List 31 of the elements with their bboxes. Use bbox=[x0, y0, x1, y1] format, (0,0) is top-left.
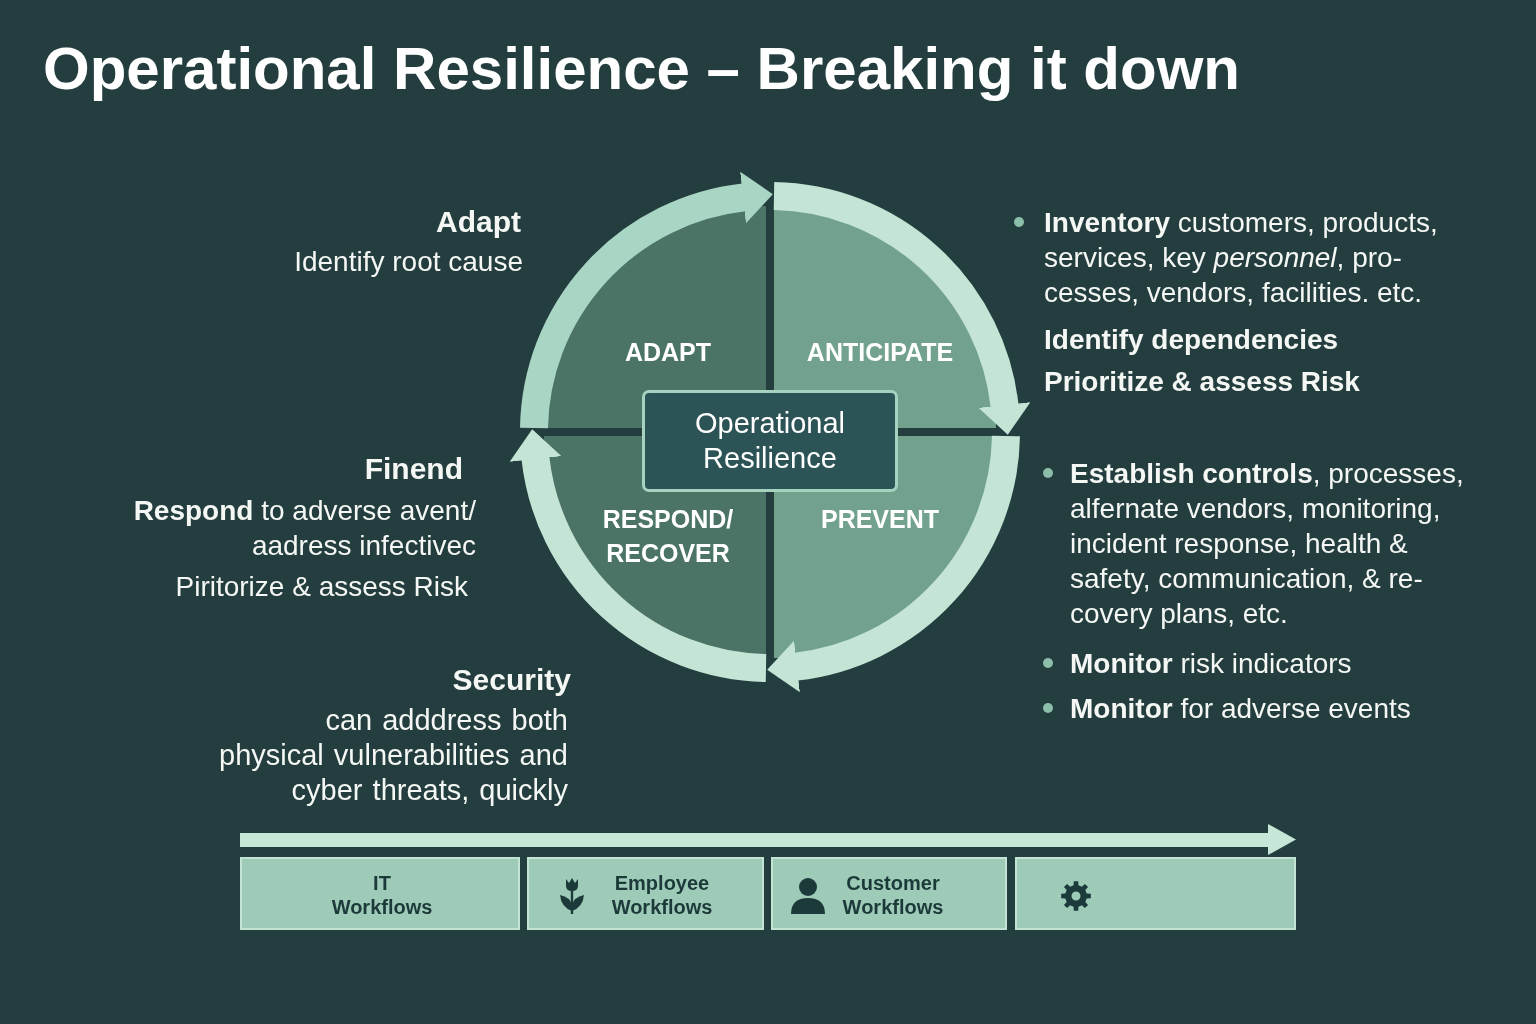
workflow-label: IT Workflows bbox=[331, 871, 433, 919]
bullet-text: Monitor risk indicators bbox=[1070, 646, 1352, 681]
cycle-arrow bbox=[767, 434, 1020, 693]
description-text: Identify root cause bbox=[294, 245, 523, 279]
bullet-text: Establish controls, processes, alfernate vendors, monitoring, incident response, health & safety, communication, & re- covery plans, etc. bbox=[1070, 456, 1465, 631]
workflow-label: Employee Workflows bbox=[611, 871, 713, 919]
center-box bbox=[642, 390, 898, 492]
bullet-text: Monitor for adverse events bbox=[1070, 691, 1411, 726]
section-heading: Prioritize & assess Risk bbox=[1044, 365, 1360, 399]
quadrant-label: ADAPT bbox=[624, 337, 712, 368]
cycle-arrow bbox=[772, 182, 1031, 435]
workflow-tile bbox=[771, 857, 1007, 930]
workflow-label: Customer Workflows bbox=[842, 871, 944, 919]
page-title: Operational Resilience – Breaking it down bbox=[43, 39, 1240, 99]
quadrant-label: PREVENT bbox=[820, 504, 940, 535]
section-heading: Finend bbox=[364, 451, 463, 487]
center-title: Operational Resilience bbox=[695, 406, 845, 476]
cycle-arrow bbox=[509, 429, 768, 682]
workflow-tile bbox=[1015, 857, 1296, 930]
description-text: Respond to adverse avent/ aadress infectivec bbox=[132, 493, 476, 563]
description-text: can adddress both physical vulnerabilities and cyber threats, quickly bbox=[218, 702, 568, 808]
cycle-arrow bbox=[520, 171, 773, 430]
quadrant-label: ANTICIPATE bbox=[806, 337, 954, 368]
workflow-tile bbox=[527, 857, 764, 930]
description-text: Piritorize & assess Risk bbox=[175, 570, 468, 604]
quadrant-label: RESPOND/ RECOVER bbox=[602, 504, 734, 569]
workflow-tile bbox=[240, 857, 520, 930]
section-heading: Identify dependencies bbox=[1044, 323, 1339, 357]
section-heading: Security bbox=[452, 662, 571, 698]
bullet-text: Inventory customers, products, services, key personnel, pro- cesses, vendors, facilities. etc. bbox=[1044, 205, 1439, 310]
section-heading: Adapt bbox=[436, 204, 521, 240]
